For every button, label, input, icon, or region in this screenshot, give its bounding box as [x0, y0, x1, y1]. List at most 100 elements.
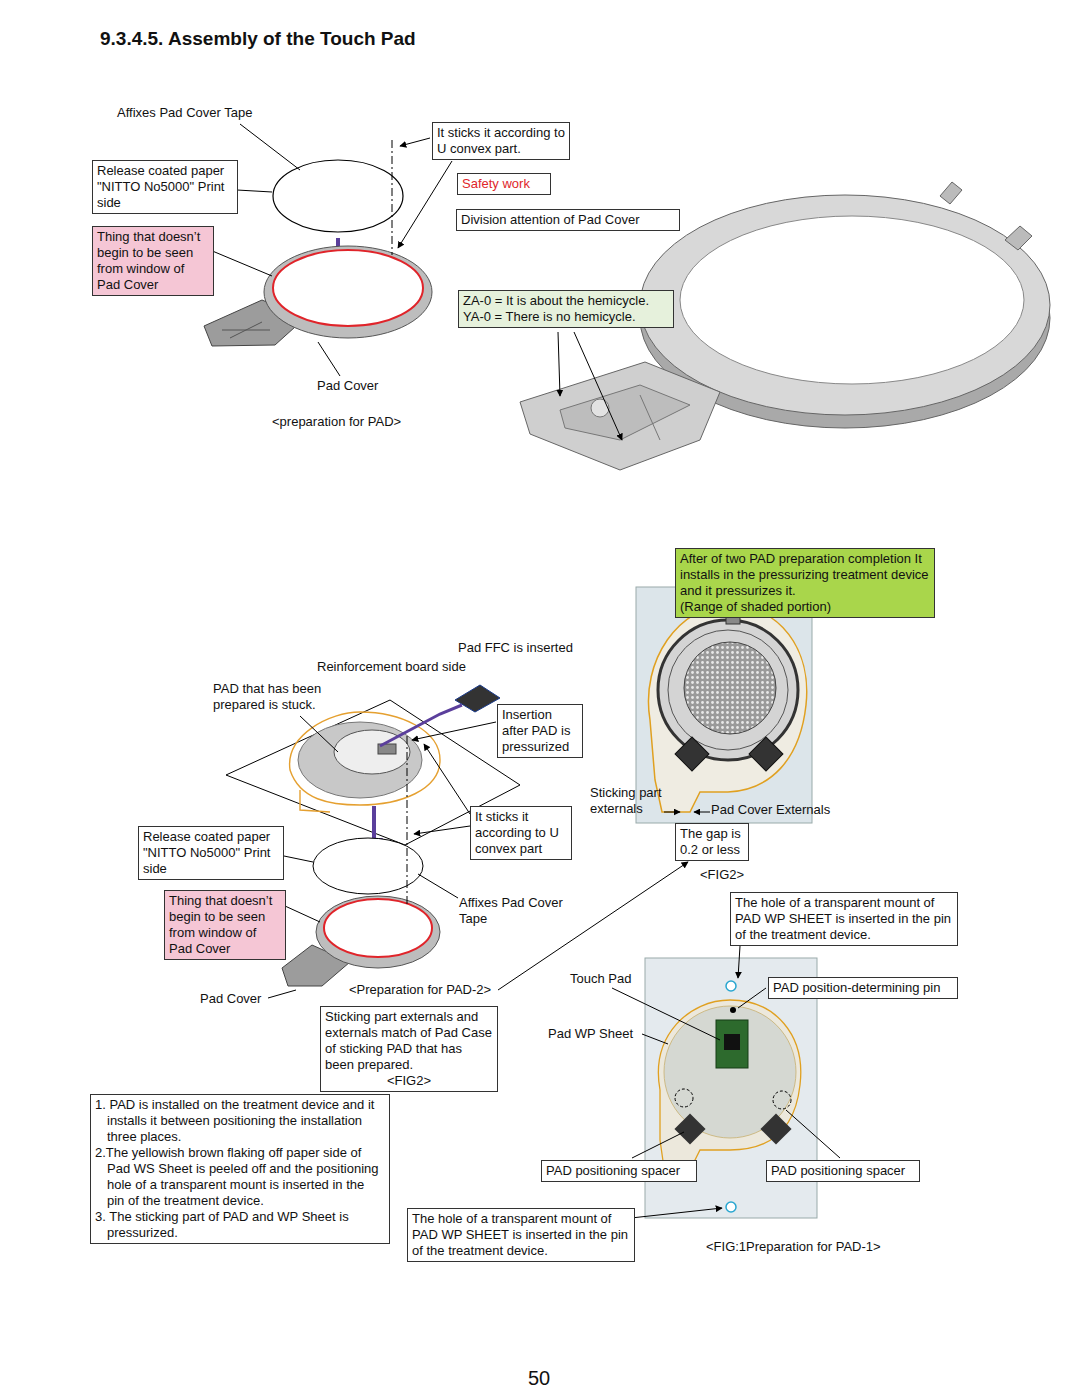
pad-cover: [324, 899, 432, 957]
fig2-photo: [648, 605, 806, 812]
fig1-photo: [674, 1113, 705, 1144]
part-label: <FIG2>: [700, 867, 744, 883]
callout-box: It sticks it according to U convex part: [470, 806, 572, 860]
leader-line: [318, 342, 340, 376]
fig1-photo: [760, 1113, 791, 1144]
leader-line: [558, 332, 622, 440]
process-box: After of two PAD preparation completion …: [675, 548, 935, 618]
node-text: 3. The sticking part of PAD and WP Sheet…: [95, 1209, 385, 1241]
node-text: The gap is 0.2 or less: [680, 826, 744, 858]
safety-box: Safety work: [457, 173, 551, 195]
leader-line: [738, 946, 740, 978]
leader-line: [285, 906, 320, 922]
part-label: Pad Cover: [200, 991, 261, 1007]
note-box: Sticking part externals and externals ma…: [320, 1006, 498, 1092]
node-text: YA-0 = There is no hemicycle.: [463, 309, 669, 325]
part-label: <Preparation for PAD-2>: [349, 982, 491, 998]
part-label: <preparation for PAD>: [272, 414, 401, 430]
part-label: Pad WP Sheet: [548, 1026, 633, 1042]
node-text: <FIG2>: [325, 1073, 493, 1089]
fig2-photo: [668, 630, 788, 750]
fig2-photo: [658, 620, 798, 760]
pad-cover: [204, 246, 432, 346]
fig1-photo: [658, 1000, 800, 1170]
leader-line: [412, 722, 496, 740]
callout-box: Insertion after PAD is pressurized: [497, 704, 583, 758]
part-label: Sticking part externals: [590, 785, 680, 817]
callout-box: PAD positioning spacer: [541, 1160, 697, 1182]
node-text: After of two PAD preparation completion …: [680, 551, 930, 599]
node-text: 1. PAD is installed on the treatment dev…: [95, 1097, 385, 1145]
leader-line: [424, 744, 470, 814]
leader-line: [631, 1208, 722, 1218]
page-title: 9.3.4.5. Assembly of the Touch Pad: [100, 28, 416, 50]
pad-cover-detail: [1005, 226, 1032, 250]
pad-cover-detail: [560, 385, 690, 440]
node-text: PAD positioning spacer: [546, 1163, 692, 1179]
node-text: Sticking part externals and externals ma…: [325, 1009, 493, 1073]
part-label: Affixes Pad Cover Tape: [117, 105, 252, 121]
pad-ffc: [380, 705, 462, 746]
fig1-photo: [675, 1089, 693, 1107]
part-label: Affixes Pad Cover Tape: [459, 895, 577, 927]
node-text: ZA-0 = It is about the hemicycle.: [463, 293, 669, 309]
pad-cover: [230, 322, 262, 338]
fig1-photo: [724, 1034, 740, 1050]
pad-cover: [273, 250, 423, 326]
variant-box: ZA-0 = It is about the hemicycle.YA-0 = …: [458, 290, 674, 328]
leader-line: [392, 140, 393, 255]
callout-box: PAD position-determining pin: [768, 977, 958, 999]
leader-line: [558, 332, 560, 396]
node-text: Thing that doesn’t begin to be seen from…: [97, 229, 209, 293]
fig2-photo: [664, 812, 680, 813]
node-text: Thing that doesn’t begin to be seen from…: [169, 893, 281, 957]
node-text: PAD position-determining pin: [773, 980, 953, 996]
callout-box: PAD positioning spacer: [766, 1160, 920, 1182]
fig2-photo: [684, 642, 776, 734]
pad-ffc: [455, 685, 500, 712]
node-text: Release coated paper "NITTO No5000" Prin…: [143, 829, 279, 877]
fig2-photo: [636, 587, 812, 823]
pad-cover-detail: [640, 395, 660, 440]
part-label: Touch Pad: [570, 971, 631, 987]
pad-cover-tape: [273, 160, 403, 232]
node-text: 2.The yellowish brown flaking off paper …: [95, 1145, 385, 1209]
leader-line: [574, 332, 622, 440]
warning-box: Thing that doesn’t begin to be seen from…: [164, 890, 286, 960]
pad-cover-detail: [680, 216, 1024, 384]
fig1-photo: [773, 1091, 791, 1109]
leader-line: [642, 1034, 668, 1044]
node-text: The hole of a transparent mount of PAD W…: [735, 895, 953, 943]
leader-line: [284, 856, 313, 862]
fig1-photo: [730, 1007, 736, 1013]
callout-box: It sticks it according to U convex part.: [432, 122, 570, 160]
part-label: Reinforcement board side: [317, 659, 466, 675]
fig1-photo: [726, 1202, 736, 1212]
leader-line: [738, 988, 766, 1008]
pad-cover-detail: [640, 195, 1050, 415]
pad-cover-tape: [273, 160, 403, 232]
leader-line: [418, 874, 458, 898]
part-label: Pad Cover: [317, 378, 378, 394]
fig1-photo: [716, 1020, 748, 1068]
node-text: Insertion after PAD is pressurized: [502, 707, 578, 755]
leader-line: [407, 736, 408, 905]
pad-ffc: [380, 685, 500, 746]
leader-line: [398, 161, 452, 248]
assembly-arrow: [372, 806, 376, 840]
attention-box: Division attention of Pad Cover: [456, 209, 680, 231]
node-text: It sticks it according to U convex part: [475, 809, 567, 857]
pad-cover-detail: [591, 399, 609, 417]
node-text: Division attention of Pad Cover: [461, 212, 675, 228]
material-box: Release coated paper "NITTO No5000" Prin…: [138, 826, 284, 880]
leader-line: [300, 716, 338, 752]
callout-box: The hole of a transparent mount of PAD W…: [407, 1208, 635, 1262]
leader-line: [632, 1132, 684, 1158]
warning-box: Thing that doesn’t begin to be seen from…: [92, 226, 214, 296]
pad-cover: [282, 896, 440, 986]
material-box: Release coated paper "NITTO No5000" Prin…: [92, 160, 238, 214]
pad-cover: [264, 246, 432, 338]
part-label: Pad FFC is inserted: [458, 640, 573, 656]
pad-cover-detail: [520, 362, 720, 470]
